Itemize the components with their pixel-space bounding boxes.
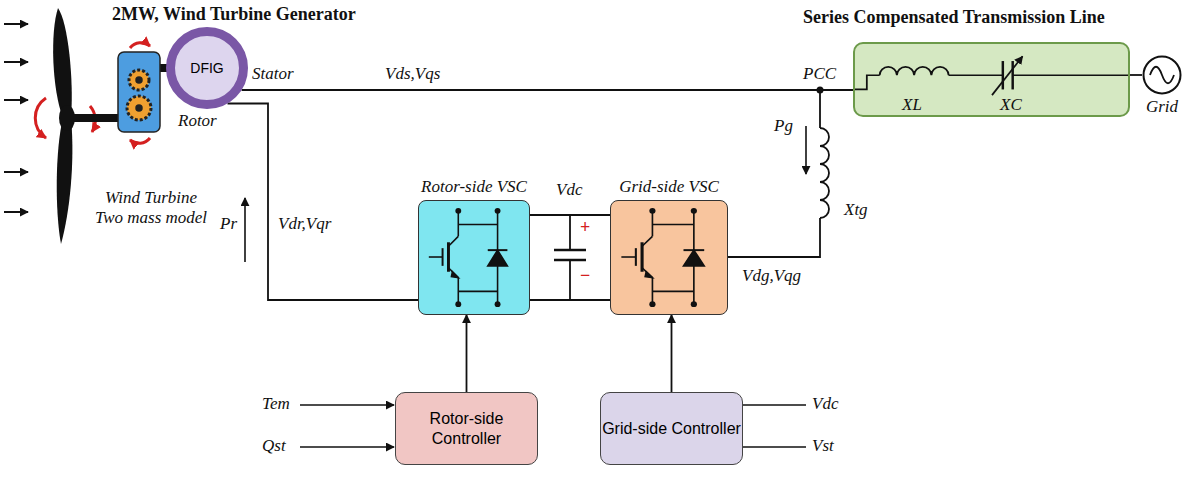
grid-source-symbol [1142, 55, 1182, 95]
signal-name: Pg [774, 116, 793, 136]
gearbox [136, 77, 142, 83]
filter-inductor [820, 128, 829, 218]
part-name: Wind Turbine Two mass model [92, 188, 210, 227]
controller-box: Rotor-side Controller [395, 392, 538, 465]
grid-side-converter: Grid-side VSC [610, 200, 728, 315]
connector-wire [466, 315, 468, 392]
rotation-arrows [130, 43, 150, 48]
wind-arrows [4, 211, 28, 213]
turbine-blades [57, 118, 73, 244]
controller-box: Grid-side Controller [600, 392, 743, 465]
signal-name: Vst [812, 436, 834, 456]
wind-arrows [4, 23, 28, 25]
signal-name: Vdr,Vqr [278, 214, 331, 234]
gearbox [127, 96, 151, 120]
connector-wire [228, 104, 419, 300]
control-input-arrows [300, 404, 394, 406]
component-name: XL [902, 95, 922, 115]
shaft [72, 114, 118, 122]
box-heading: Series Compensated Transmission Line [803, 7, 1105, 28]
wind-arrows [4, 24, 28, 212]
connector-wire [671, 315, 673, 392]
rotation-arrows [35, 98, 46, 138]
rotor-side-converter-symbol [419, 201, 529, 314]
box-label: Grid-side Controller [602, 419, 741, 438]
grid-side-converter-symbol [611, 201, 727, 314]
dc-link [530, 215, 610, 300]
dfig-circle: DFIG [166, 27, 248, 109]
signal-name: Vdg,Vqg [742, 266, 801, 286]
gearbox [136, 105, 142, 111]
signal-name: Vds,Vqs [385, 64, 440, 84]
filter-inductor [812, 128, 838, 218]
signal-name: Vdc [812, 394, 838, 414]
wind-arrows [4, 61, 28, 63]
wind-arrows [4, 171, 28, 173]
part-name: Rotor [178, 111, 217, 131]
component-name: XC [1000, 95, 1022, 115]
grid-source: Grid [1142, 55, 1182, 95]
pcc-dot [817, 87, 824, 94]
polarity-sign: + [580, 217, 590, 238]
power-flow-arrow [805, 126, 807, 174]
box-label: Rotor-side Controller [396, 409, 537, 447]
turbine-blades [53, 8, 72, 118]
filter-inductor [812, 128, 838, 218]
box-heading: Rotor-side VSC [421, 177, 527, 197]
node-name: PCC [803, 64, 836, 84]
rotor-side-converter: Rotor-side VSC [418, 200, 530, 315]
power-flow-arrow [244, 198, 246, 262]
transmission-line-box: Series Compensated Transmission Line [853, 42, 1130, 117]
diagram-title: 2MW, Wind Turbine Generator [112, 4, 356, 25]
signal-name: Qst [262, 436, 286, 456]
connector-wire [242, 89, 853, 91]
gearbox [129, 70, 149, 90]
signal-name: Pr [220, 214, 237, 234]
transmission-line-box-symbol [855, 44, 1128, 115]
control-input-arrows [300, 446, 394, 448]
wind-arrows [4, 99, 28, 101]
polarity-sign: − [580, 265, 590, 286]
box-heading: Grid [1146, 97, 1178, 117]
gearbox [118, 52, 160, 132]
component-name: Xtg [844, 200, 868, 220]
turbine-blades [53, 8, 75, 244]
rotation-arrows [130, 138, 150, 143]
dc-link [569, 260, 571, 300]
dc-link [554, 249, 586, 252]
signal-name: Tem [262, 394, 290, 414]
connector-wire [1130, 74, 1142, 76]
signal-name: Vdc [556, 180, 582, 200]
box-heading: Grid-side VSC [619, 177, 719, 197]
signal-name: Stator [252, 64, 294, 84]
box-label: DFIG [190, 60, 223, 76]
connector-wire [728, 90, 853, 257]
pcc-dot [817, 87, 824, 94]
gearbox [118, 52, 160, 132]
dc-link [569, 215, 571, 250]
